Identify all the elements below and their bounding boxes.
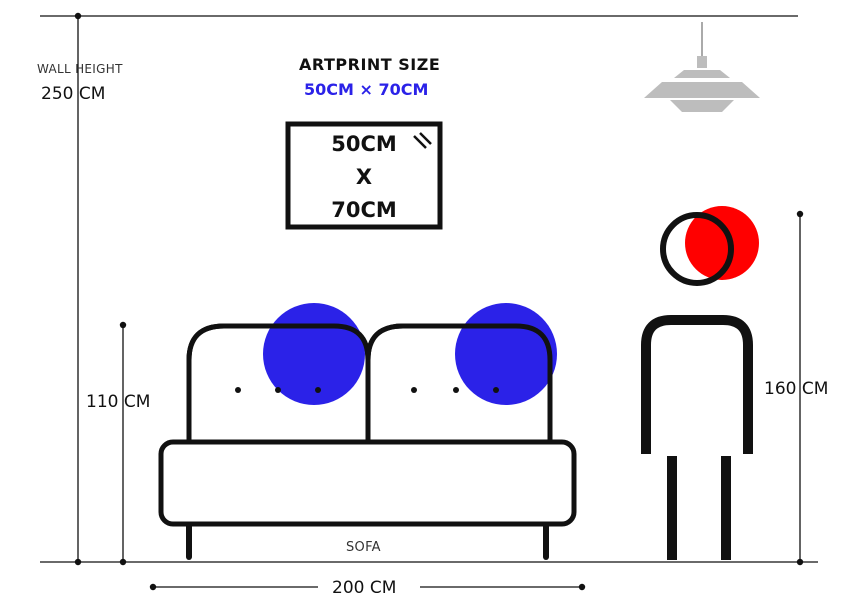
sofa-width-right-dot	[578, 583, 586, 591]
person-height-top-dot	[796, 210, 804, 218]
wall-height-label: WALL HEIGHT	[37, 62, 123, 76]
artprint-title: ARTPRINT SIZE	[299, 55, 441, 74]
person-icon	[641, 206, 759, 560]
sofa-width-left-dot	[149, 583, 157, 591]
sofa-height-label: 110 CM	[86, 392, 151, 412]
sofa-icon	[158, 303, 577, 560]
frame-times-text: X	[355, 165, 373, 189]
wall-height-value: 250 CM	[41, 84, 106, 104]
frame-width-text: 50CM	[331, 132, 397, 156]
artprint-size: 50CM × 70CM	[304, 80, 429, 99]
sofa-label: SOFA	[346, 540, 381, 555]
person-height-label: 160 CM	[764, 379, 829, 399]
sofa-width-label: 200 CM	[332, 578, 397, 598]
cushion-right-accent	[455, 303, 557, 405]
person-head-accent	[685, 206, 759, 280]
sofa-height-top-dot	[119, 321, 127, 329]
lamp-icon	[644, 22, 760, 112]
frame-height-text: 70CM	[331, 198, 397, 222]
frame-icon	[285, 121, 443, 230]
frame-reflection-icon	[413, 132, 432, 149]
